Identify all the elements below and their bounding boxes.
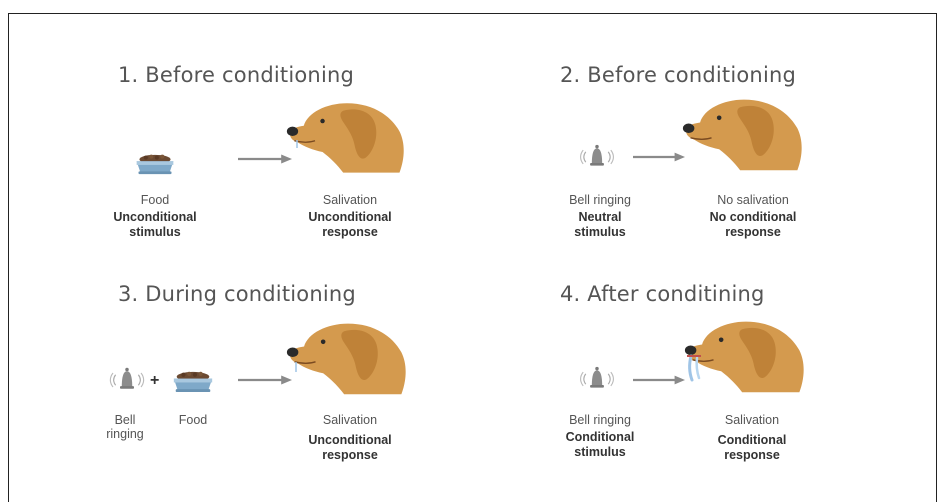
bell-icon xyxy=(107,366,147,394)
response-type-line-1: Conditional xyxy=(717,433,787,447)
panel-title: 3. During conditioning xyxy=(118,282,356,306)
stimulus-type-line-2: stimulus xyxy=(574,445,626,459)
stimulus-type-label: Conditional stimulus xyxy=(540,430,660,460)
stimulus-type-line-1: Neutral xyxy=(578,210,622,224)
drool-icon xyxy=(295,362,297,372)
panel-title: 1. Before conditioning xyxy=(118,63,355,87)
drool-icon xyxy=(687,354,701,382)
figure-frame xyxy=(8,13,937,502)
salivation-caption: Salivation Unconditional response xyxy=(290,193,410,240)
bell-icon xyxy=(578,365,616,393)
salivation-label: Salivation xyxy=(322,413,378,427)
salivation-label: Salivation xyxy=(322,193,378,207)
panel-after-conditioning: 4. After conditining Bell ringing Condit… xyxy=(0,0,440,462)
response-type-line-2: response xyxy=(322,448,378,462)
dog-head-icon xyxy=(681,94,805,174)
bell-caption: Bell ringing Conditional stimulus xyxy=(540,413,660,460)
drool-icon xyxy=(296,140,298,148)
plus-sign: + xyxy=(150,372,160,389)
arrow-icon xyxy=(633,375,685,385)
food-caption: Food Unconditional stimulus xyxy=(95,193,215,240)
food-bowl-icon xyxy=(170,369,216,394)
salivation-label: Salivation xyxy=(724,413,780,427)
ringing-label: ringing xyxy=(106,427,144,441)
response-type-line-2: response xyxy=(322,225,378,239)
response-type-label: Unconditional response xyxy=(290,210,410,240)
stimulus-type-line-1: Unconditional xyxy=(113,210,197,224)
response-type-line-2: response xyxy=(725,225,781,239)
food-caption: Food xyxy=(163,413,223,427)
response-type-line-1: No conditional xyxy=(709,210,797,224)
panel-title: 2. Before conditioning xyxy=(560,63,797,87)
arrow-icon xyxy=(238,375,292,385)
no-salivation-caption: No salivation No conditional response xyxy=(690,193,816,240)
salivation-caption: Salivation Unconditional response xyxy=(290,413,410,463)
salivation-caption: Salivation Conditional response xyxy=(692,413,812,463)
response-type-label: Unconditional response xyxy=(290,433,410,463)
response-type-line-1: Unconditional xyxy=(308,433,392,447)
bell-label: Bell xyxy=(114,413,136,427)
response-type-line-1: Unconditional xyxy=(308,210,392,224)
stimulus-type-line-2: stimulus xyxy=(574,225,626,239)
bell-caption: Bell ringing xyxy=(95,413,155,441)
panel-before-conditioning-1: 1. Before conditioning Food Unconditiona… xyxy=(0,0,440,239)
dog-head-icon xyxy=(285,318,409,398)
stimulus-type-line-1: Conditional xyxy=(565,430,635,444)
panel-before-conditioning-2: 2. Before conditioning Bell ringing Neut… xyxy=(0,0,440,239)
stimulus-type-label: Unconditional stimulus xyxy=(95,210,215,240)
stimulus-type-line-2: stimulus xyxy=(129,225,181,239)
bell-icon xyxy=(578,143,616,171)
no-salivation-label: No salivation xyxy=(717,193,789,207)
response-type-line-2: response xyxy=(724,448,780,462)
response-type-label: Conditional response xyxy=(692,433,812,463)
bell-caption: Bell ringing Neutral stimulus xyxy=(540,193,660,240)
food-label: Food xyxy=(178,413,208,427)
panel-during-conditioning: 3. During conditioning + Bell ringing Fo… xyxy=(0,0,440,462)
response-type-label: No conditional response xyxy=(690,210,816,240)
bell-ringing-label: Bell ringing xyxy=(569,193,631,207)
stimulus-type-label: Neutral stimulus xyxy=(540,210,660,240)
panel-title: 4. After conditining xyxy=(560,282,765,306)
bell-ringing-label: Bell ringing xyxy=(569,413,631,427)
food-label: Food xyxy=(140,193,170,207)
arrow-icon xyxy=(633,152,685,162)
